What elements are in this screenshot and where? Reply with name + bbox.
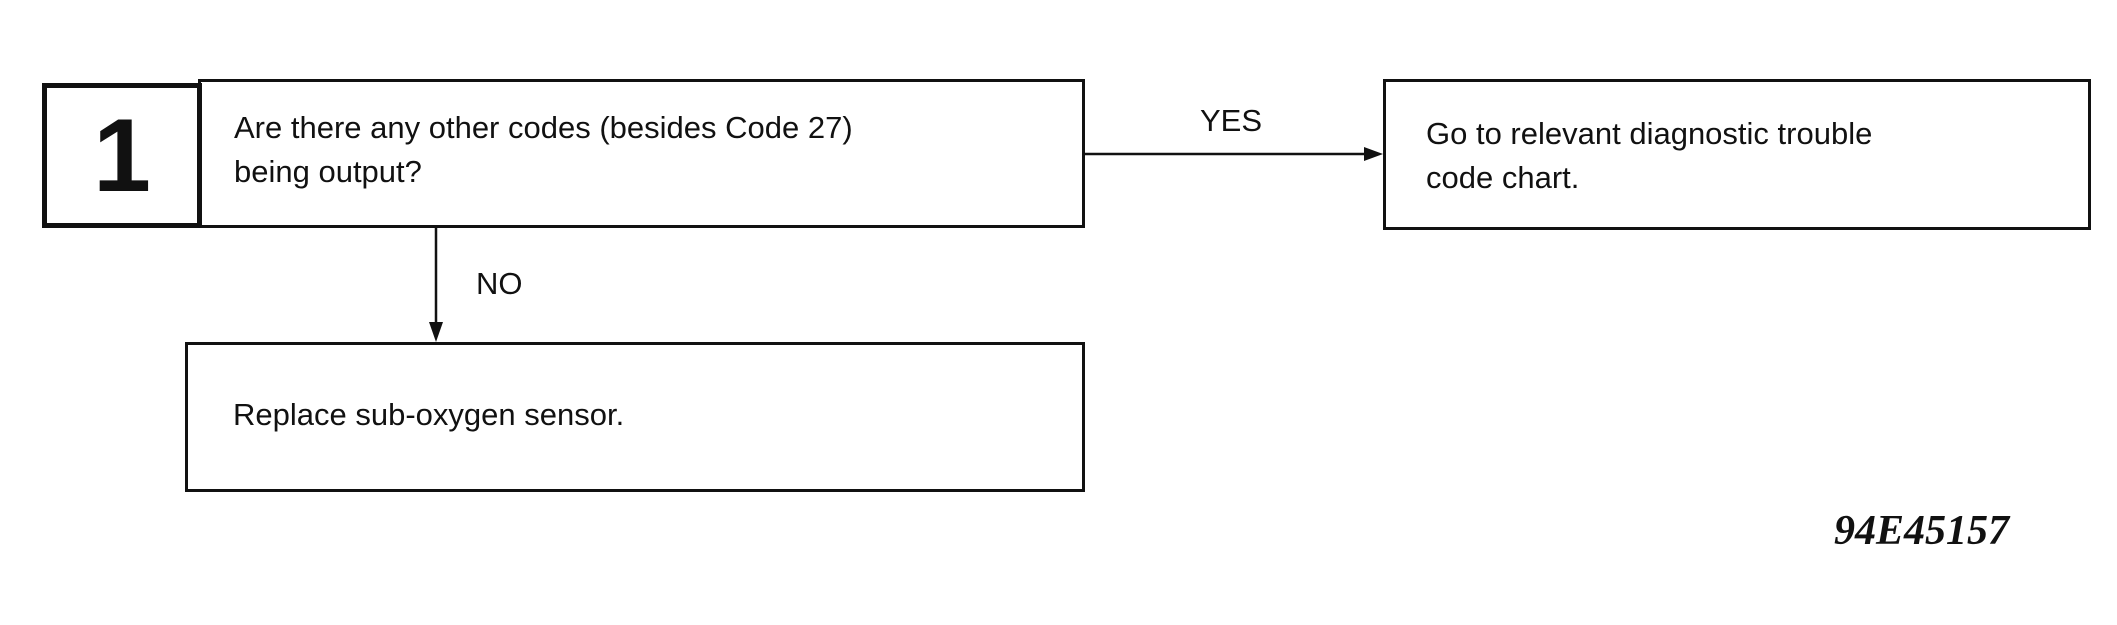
yes-action-box: Go to relevant diagnostic trouble code c… [1383, 79, 2091, 230]
no-action-text: Replace sub-oxygen sensor. [233, 397, 625, 432]
no-label: NO [476, 266, 523, 301]
step-number-box: 1 [42, 83, 202, 228]
question-text: Are there any other codes (besides Code … [234, 110, 853, 189]
question-box: Are there any other codes (besides Code … [198, 79, 1085, 228]
yes-action-text: Go to relevant diagnostic trouble code c… [1426, 116, 1873, 195]
yes-arrowhead [1364, 147, 1383, 161]
yes-label: YES [1200, 103, 1263, 138]
no-arrowhead [429, 322, 443, 342]
no-action-box: Replace sub-oxygen sensor. [185, 342, 1085, 492]
figure-id: 94E45157 [1834, 508, 2010, 554]
step-number: 1 [93, 97, 151, 214]
